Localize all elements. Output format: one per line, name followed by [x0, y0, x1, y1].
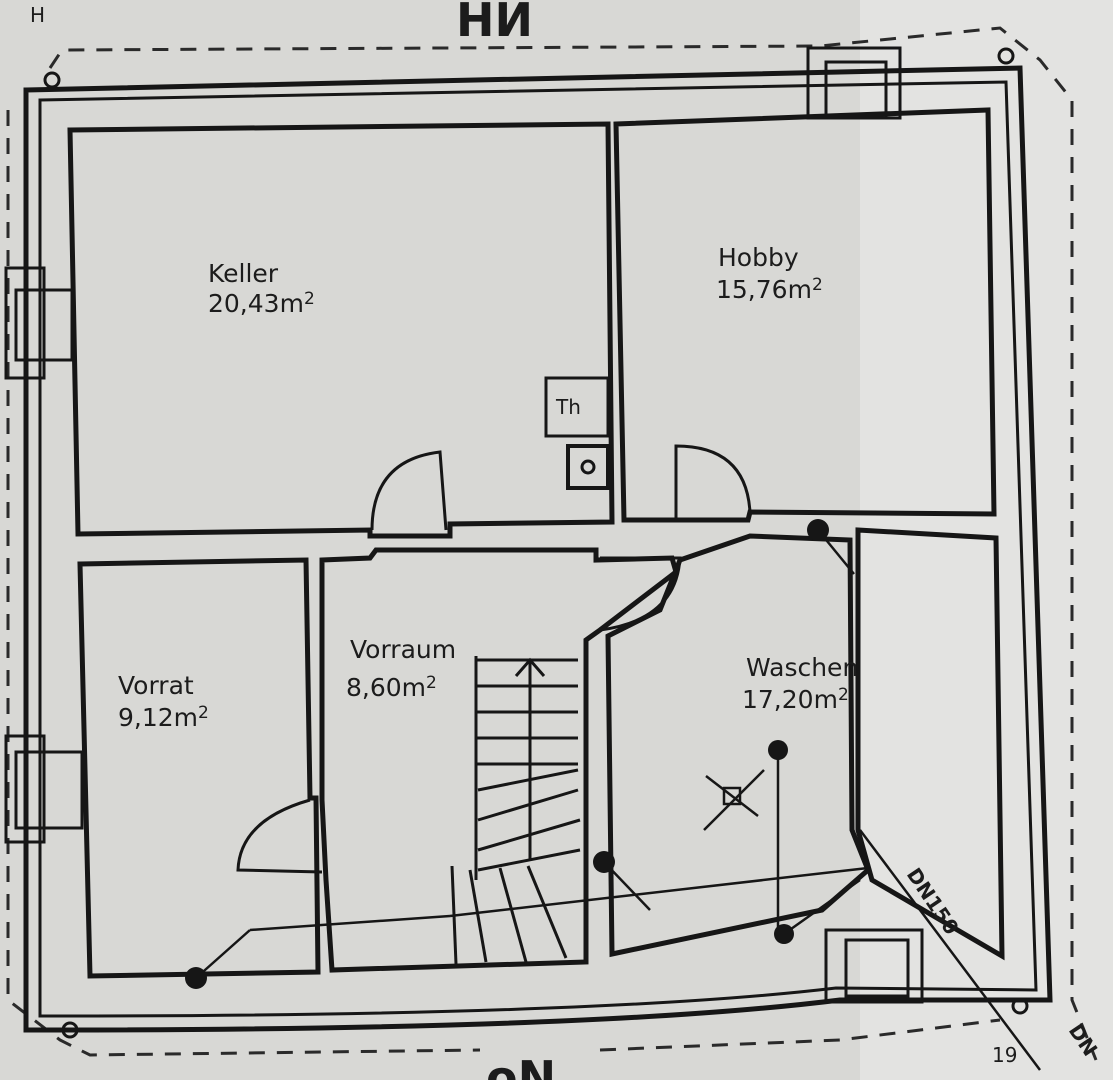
th-box: Th: [544, 376, 610, 438]
unit-sup: 2: [838, 685, 849, 705]
top-mark: HИ: [456, 0, 533, 47]
room-name: Waschen: [746, 653, 858, 682]
unit-sup: 2: [198, 703, 209, 723]
property-boundary: [6, 26, 1098, 1061]
windows: [4, 46, 924, 1004]
room-area: 17,20m: [742, 685, 838, 714]
bottom-mark: oN: [486, 1051, 556, 1080]
socket-icon: [566, 444, 610, 490]
room-name: Vorraum: [350, 635, 456, 664]
unit-sup: 2: [812, 275, 823, 295]
svg-text:8,60m2: 8,60m2: [346, 673, 437, 702]
svg-text:15,76m2: 15,76m2: [716, 275, 823, 304]
unit-sup: 2: [426, 673, 437, 693]
room-area: 8,60m: [346, 673, 426, 702]
room-name: Hobby: [718, 243, 799, 272]
door-swings: [236, 444, 752, 874]
room-label-waschen: Waschen 17,20m2: [742, 653, 858, 714]
room-name: Keller: [208, 259, 279, 288]
svg-text:20,43m2: 20,43m2: [208, 289, 315, 318]
room-label-hobby: Hobby 15,76m2: [716, 243, 823, 304]
room-label-vorraum: Vorraum 8,60m2: [346, 635, 456, 702]
drainage-lines: [195, 529, 1041, 1071]
corner-number: 19: [992, 1043, 1017, 1067]
staircase: [450, 656, 581, 965]
top-left-mark: H: [30, 3, 45, 27]
th-label: Th: [555, 395, 581, 419]
interior-walls: [67, 107, 1005, 979]
drain-points: [185, 519, 829, 989]
svg-text:9,12m2: 9,12m2: [118, 703, 209, 732]
svg-text:17,20m2: 17,20m2: [742, 685, 849, 714]
room-label-vorrat: Vorrat 9,12m2: [118, 671, 209, 732]
corner-points: [43, 47, 1029, 1039]
unit-sup: 2: [304, 289, 315, 309]
room-label-keller: Keller 20,43m2: [208, 259, 315, 318]
light-fixture-icon: [703, 769, 765, 831]
room-name: Vorrat: [118, 671, 194, 700]
room-area: 15,76m: [716, 275, 812, 304]
room-area: 20,43m: [208, 289, 304, 318]
room-area: 9,12m: [118, 703, 198, 732]
outer-walls: [23, 65, 1053, 1033]
